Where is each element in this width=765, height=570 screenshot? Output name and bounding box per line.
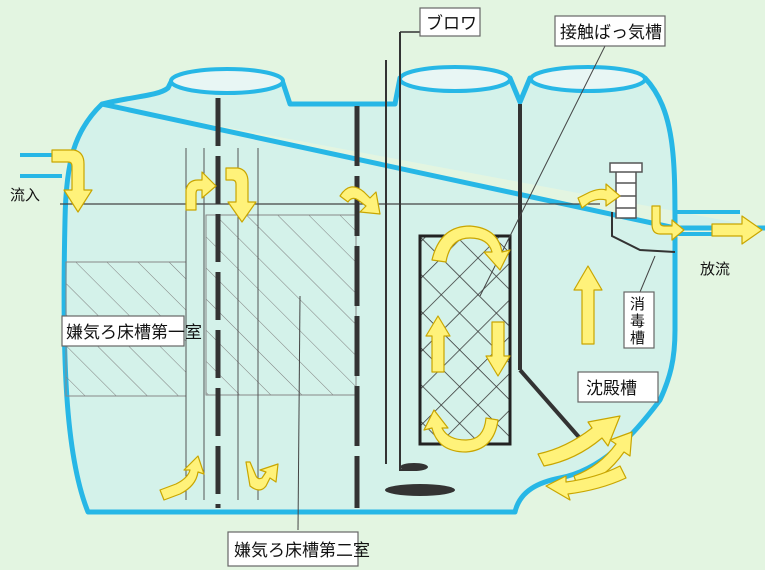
flow-arrow bbox=[577, 183, 621, 209]
label-box-disinfection bbox=[623, 291, 655, 349]
label-disinfection-char-1: 消 bbox=[630, 295, 645, 313]
outflow-arrow bbox=[711, 215, 763, 245]
label-anaerobic-chamber-2: 嫌気ろ床槽第二室 bbox=[234, 541, 370, 561]
flow-arrow bbox=[423, 409, 499, 453]
label-contact-aeration-tank: 接触ばっ気槽 bbox=[560, 23, 662, 43]
flow-arrow bbox=[431, 225, 511, 271]
label-disinfection-char-2: 毒 bbox=[630, 312, 645, 330]
disinfection-partition bbox=[611, 212, 676, 253]
flow-arrow bbox=[573, 265, 603, 345]
diffuser bbox=[385, 484, 455, 496]
diffuser-small bbox=[400, 463, 428, 471]
flow-arrow bbox=[245, 461, 279, 491]
flow-arrow bbox=[159, 455, 205, 501]
flow-arrow bbox=[225, 167, 257, 223]
flow-arrow bbox=[339, 186, 381, 215]
flow-arrow bbox=[545, 465, 627, 501]
flow-arrow bbox=[185, 171, 217, 211]
label-outflow: 放流 bbox=[700, 260, 730, 278]
label-box-contact-aeration bbox=[554, 15, 666, 47]
inflow-arrow bbox=[51, 149, 93, 213]
flow-arrow bbox=[425, 315, 451, 373]
flow-arrows bbox=[51, 149, 763, 501]
disinfection-unit bbox=[615, 167, 637, 219]
label-sedimentation-tank: 沈殿槽 bbox=[586, 379, 637, 399]
label-disinfection-char-3: 槽 bbox=[630, 329, 645, 347]
manhole-1 bbox=[169, 67, 285, 95]
sedimentation-baffle bbox=[518, 368, 587, 446]
label-box-blower bbox=[419, 7, 481, 37]
flow-arrow bbox=[485, 321, 511, 377]
leader-line-disinfection bbox=[639, 255, 656, 293]
label-box-chamber-2 bbox=[227, 531, 359, 567]
disinfection-unit-cap bbox=[609, 162, 643, 173]
flow-arrow bbox=[537, 415, 621, 467]
filter-bed-chamber-2 bbox=[205, 214, 357, 396]
manhole-2 bbox=[398, 65, 512, 93]
flow-arrow bbox=[651, 205, 685, 241]
label-anaerobic-chamber-1: 嫌気ろ床槽第一室 bbox=[66, 323, 202, 343]
label-blower: ブロワ bbox=[426, 13, 477, 34]
label-box-sedimentation bbox=[577, 371, 659, 403]
label-inflow: 流入 bbox=[10, 186, 40, 204]
leader-line-chamber-2 bbox=[297, 295, 301, 531]
label-box-chamber-1 bbox=[61, 315, 185, 347]
